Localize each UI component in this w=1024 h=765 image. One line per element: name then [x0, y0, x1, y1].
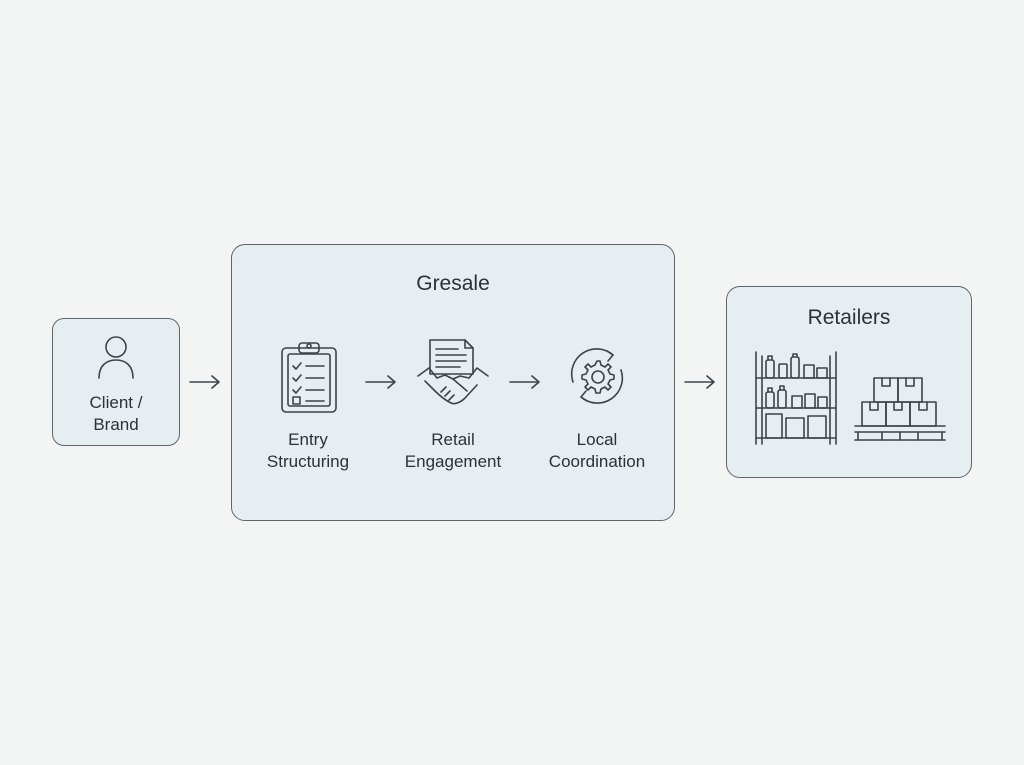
client-brand-node	[52, 318, 180, 446]
clipboard-checklist-icon	[281, 342, 337, 413]
step-entry-structuring-label: Entry Structuring	[266, 430, 350, 471]
store-shelf-icon	[755, 351, 837, 445]
retailers-node	[726, 286, 972, 478]
client-brand-label: Client / Brand	[89, 393, 143, 434]
arrow-right-icon	[365, 375, 396, 389]
gear-cycle-icon	[570, 348, 624, 404]
retailers-title: Retailers	[807, 306, 891, 329]
step-retail-engagement-label: Retail Engagement	[404, 430, 502, 471]
arrow-right-icon	[189, 375, 220, 389]
handshake-document-icon	[417, 339, 489, 405]
gresale-title: Gresale	[416, 272, 490, 295]
arrow-right-icon	[509, 375, 540, 389]
person-icon	[98, 336, 134, 379]
boxes-pallet-icon	[854, 377, 946, 441]
step-local-coordination-label: Local Coordination	[548, 430, 646, 471]
arrow-right-icon	[684, 375, 715, 389]
